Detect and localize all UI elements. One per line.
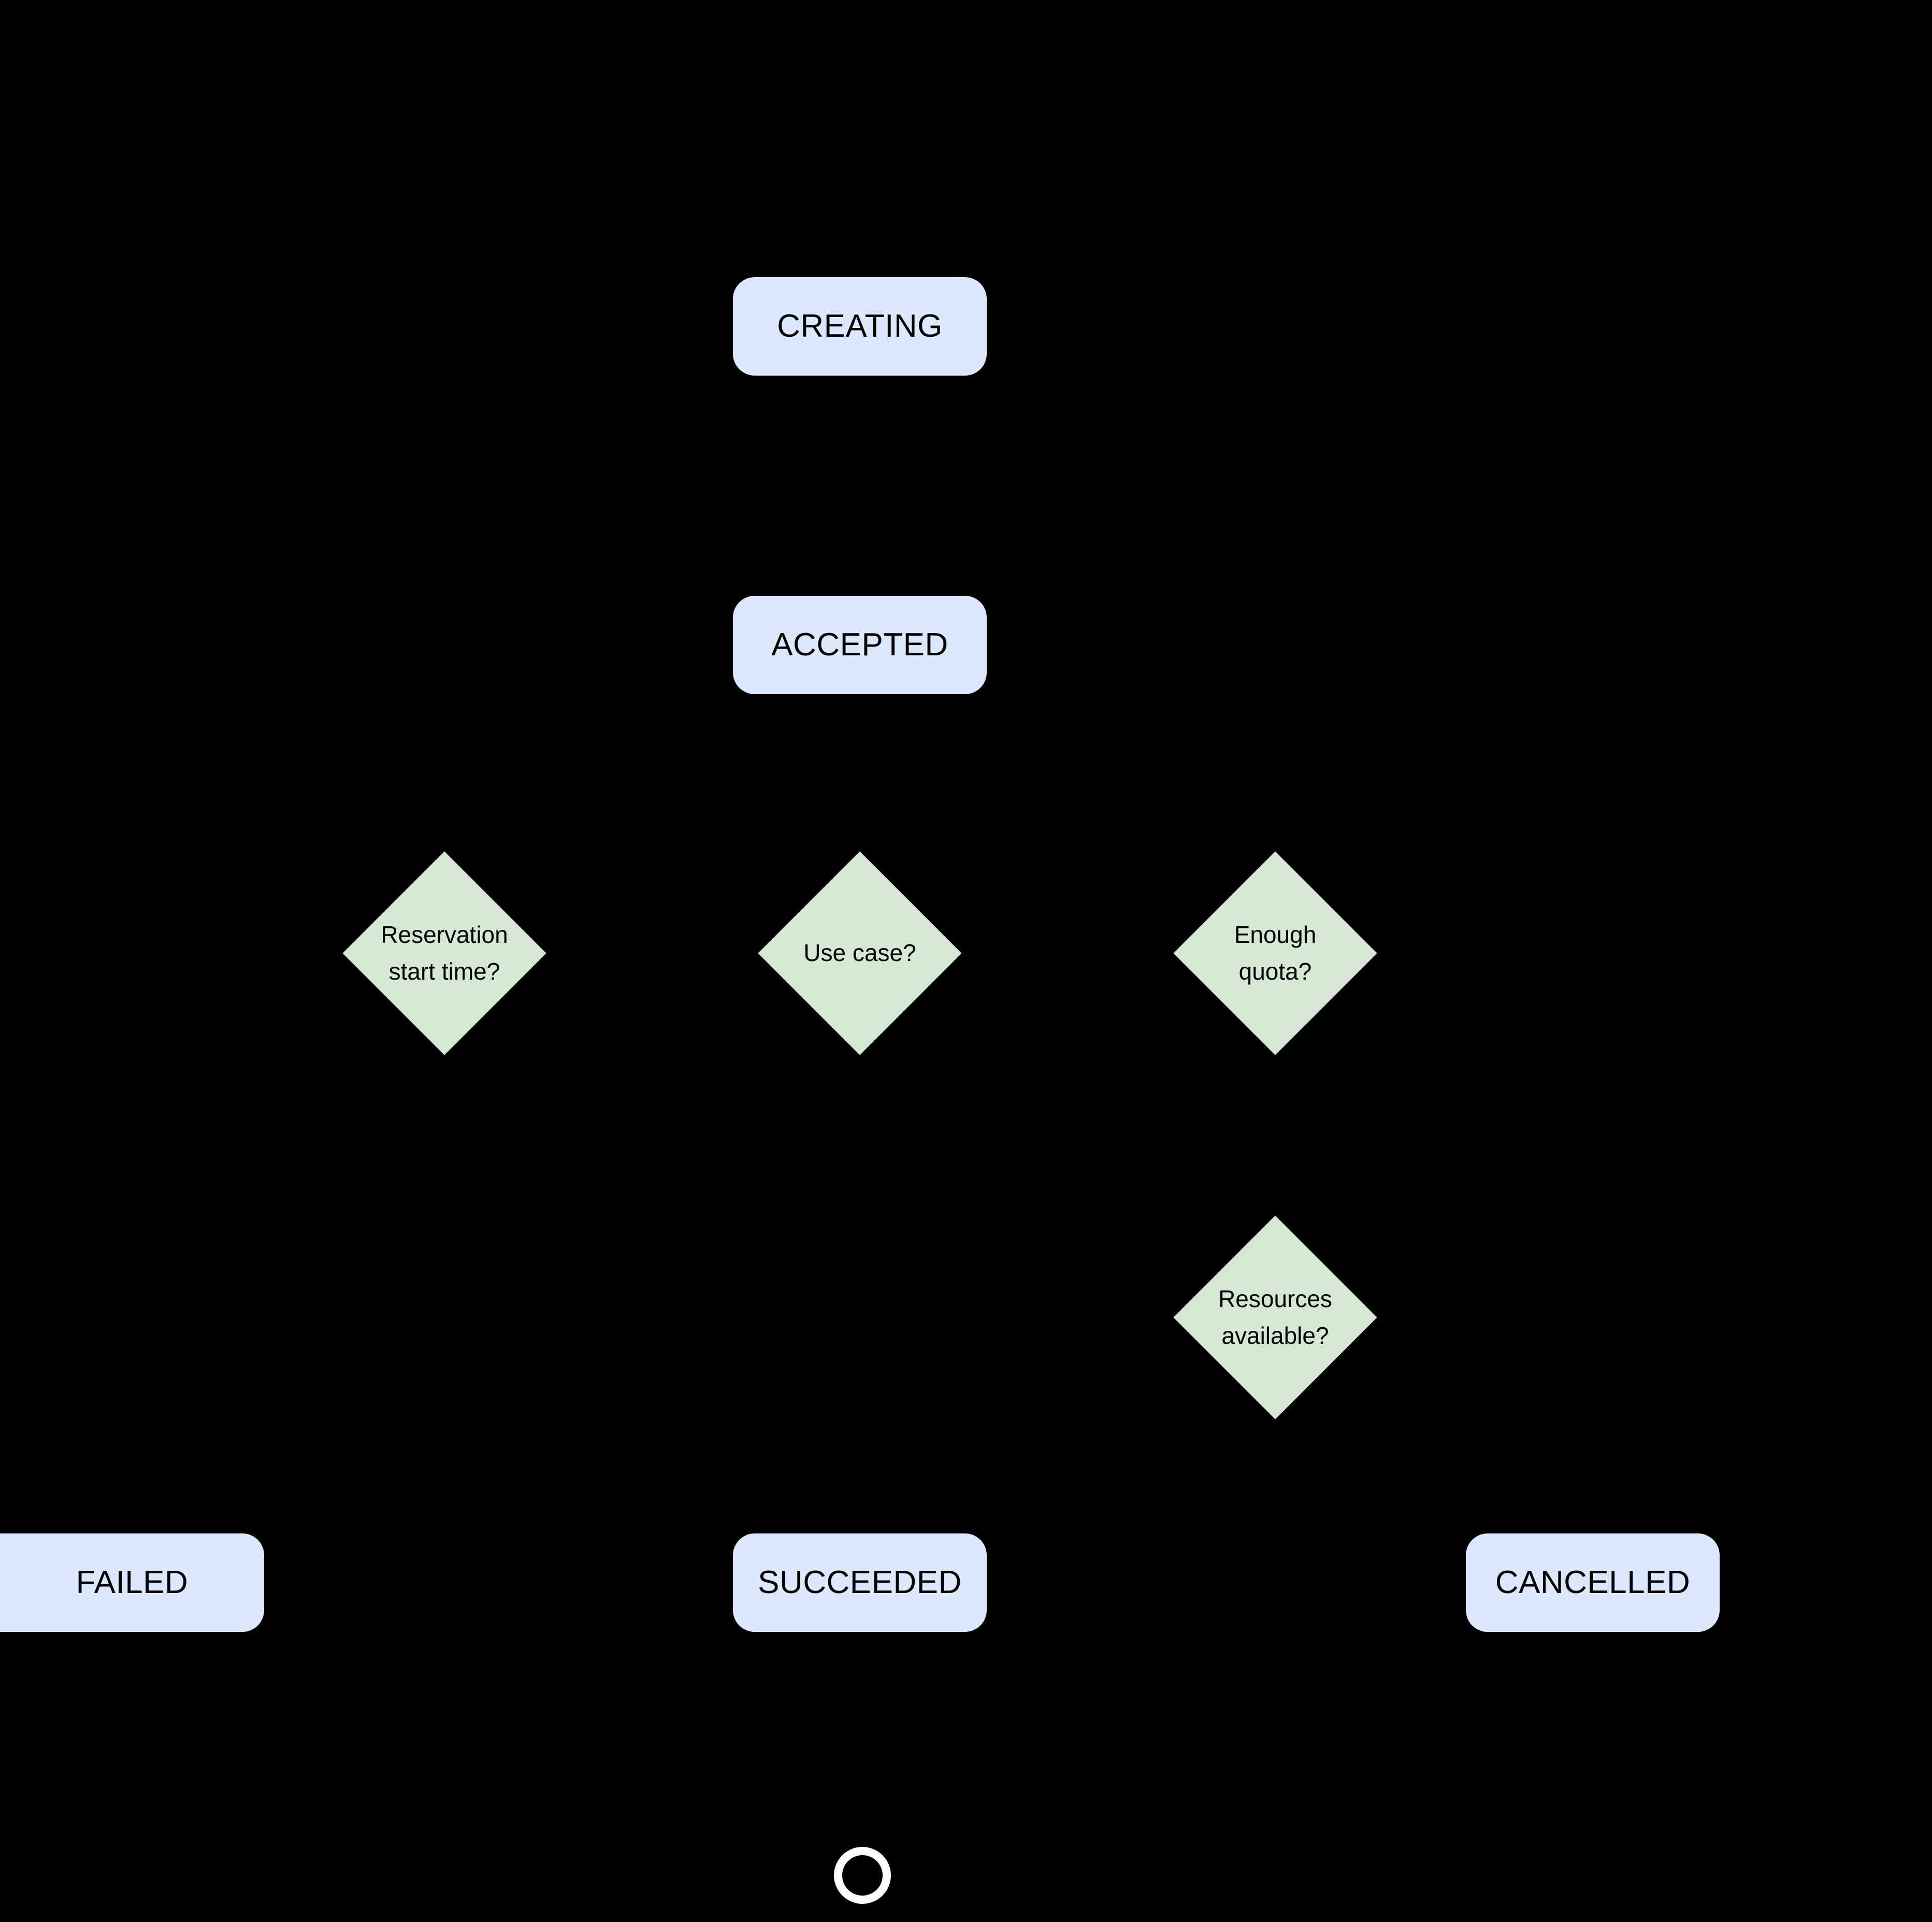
state-label-succeeded: SUCCEEDED (758, 1565, 962, 1601)
decision-reservation-start-time[interactable]: Reservation start time? (342, 851, 546, 1055)
connector-succeeded-to-end (858, 1632, 862, 1847)
connector-bus-to-use-case (858, 775, 862, 811)
state-label-cancelled: CANCELLED (1495, 1565, 1691, 1601)
connector-bus-to-reservation-start-time (442, 775, 446, 811)
state-label-creating: CREATING (777, 308, 943, 345)
end-node-circle-icon (834, 1847, 891, 1904)
state-label-failed: FAILED (76, 1565, 189, 1601)
connector-creating-to-accepted (858, 376, 862, 596)
state-label-accepted: ACCEPTED (771, 627, 948, 663)
state-box-failed[interactable]: FAILED (0, 1533, 264, 1632)
state-box-creating[interactable]: CREATING (733, 277, 987, 376)
connector-enough-quota-to-resources-available (1273, 1097, 1277, 1176)
connector-accepted-to-decisions (858, 694, 862, 777)
decision-label-use-case: Use case? (803, 939, 916, 967)
state-box-cancelled[interactable]: CANCELLED (1466, 1533, 1720, 1632)
connector-reservation-start-time-to-failed (442, 1095, 446, 1533)
decision-resources-available[interactable]: Resources available? (1173, 1215, 1377, 1419)
connector-bus-to-enough-quota (1273, 775, 1277, 811)
decision-enough-quota[interactable]: Enough quota? (1173, 851, 1377, 1055)
decision-label-resources-available: Resources available? (1218, 1285, 1332, 1349)
state-box-succeeded[interactable]: SUCCEEDED (733, 1533, 987, 1632)
connector-resources-available-to-cancelled (1273, 1461, 1277, 1533)
decision-use-case[interactable]: Use case? (758, 851, 962, 1055)
state-box-accepted[interactable]: ACCEPTED (733, 596, 987, 694)
connector-use-case-to-succeeded (858, 1095, 862, 1533)
decision-label-enough-quota: Enough quota? (1234, 921, 1317, 985)
decision-label-reservation-start-time: Reservation start time? (381, 921, 508, 985)
